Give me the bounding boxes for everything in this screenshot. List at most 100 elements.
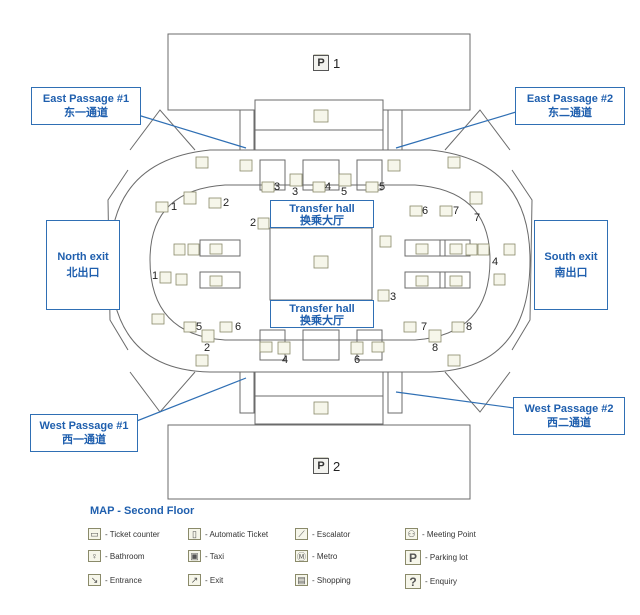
entrance-icon: ↘ [88,574,101,586]
legend-item: ♀- Bathroom [88,550,145,562]
marker-number: 6 [354,354,361,366]
shopping-icon [415,275,429,287]
ticket-counter-icon [469,191,483,205]
marker-number: 3 [292,186,299,198]
taxi-icon [313,109,329,123]
bathroom-icon [195,156,209,169]
ticket-counter-icon [183,191,197,205]
shopping-icon [449,243,463,255]
shopping-icon [415,243,429,255]
meeting-point-icon [377,289,390,302]
parking-2-marker: P 2 [313,458,340,474]
legend-label: - Parking lot [425,553,468,562]
east-passage-1-en: East Passage #1 [42,93,130,105]
marker-number: 7 [474,212,481,224]
legend-label: - Metro [312,551,338,561]
legend-label: - Shopping [312,575,351,585]
north-exit-box: North exit 北出口 [46,220,120,310]
bathroom-icon: ♀ [88,550,101,562]
marker-number: 2 [204,342,211,354]
parking-building-north [167,33,471,111]
legend-item: ↗ - Exit [188,574,223,586]
parking-icon: P [405,550,421,565]
entrance-icon [365,181,379,193]
meeting-point-icon [159,271,172,284]
meeting-point-icon: ⚇ [405,528,418,540]
east-passage-1-callout: East Passage #1 东一通道 [31,87,141,125]
transfer-hall-bottom-en: Transfer hall [289,303,355,315]
marker-number: 4 [282,354,289,366]
metro-icon: Ⓜ [295,550,308,562]
west-passage-1-en: West Passage #1 [39,420,129,432]
transfer-hall-bottom-zh: 换乘大厅 [300,315,344,327]
bathroom-icon [447,354,461,367]
north-exit-zh: 北出口 [66,267,100,279]
marker-number: 3 [274,181,281,193]
parking-1-number: 1 [333,55,341,71]
ticket-counter-icon [428,329,442,343]
marker-number: 7 [421,321,428,333]
exit-icon [259,341,273,353]
shopping-icon [209,275,223,287]
exit-icon: ↗ [188,574,201,586]
ticket-counter-icon [289,173,303,187]
legend-item: ▯- Automatic Ticket [188,528,268,540]
legend-label: - Escalator [312,529,351,539]
legend-item: ↘- Entrance [88,574,142,586]
marker-number: 4 [325,181,332,193]
parking-2-number: 2 [333,458,341,474]
exit-icon [219,321,233,333]
legend-item: ▣- Taxi [188,550,224,562]
escalator-icon [173,243,186,256]
escalator-icon [465,243,478,256]
marker-number: 7 [453,205,460,217]
legend-item: ?- Enquiry [405,574,457,589]
marker-number: 1 [152,270,159,282]
east-passage-1-zh: 东一通道 [64,107,108,119]
bathroom-icon [239,159,253,172]
south-exit-zh: 南出口 [554,267,588,279]
legend-label: - Meeting Point [422,529,476,539]
exit-icon [183,321,197,333]
legend-label: - Ticket counter [105,529,160,539]
escalator-icon [175,273,188,286]
marker-number: 2 [223,197,230,209]
enquiry-icon [477,243,490,256]
exit-icon [403,321,417,333]
legend-label: - Automatic Ticket [205,529,269,539]
escalator-icon [379,235,392,248]
east-passage-2-callout: East Passage #2 东二通道 [515,87,625,125]
transfer-hall-bottom: Transfer hall 换乘大厅 [270,300,374,328]
ticket-counter-icon [277,341,291,355]
marker-number: 5 [196,321,203,333]
upper-connector [254,99,384,158]
meeting-point-icon [257,217,270,230]
ticket-counter-icon [338,173,352,187]
escalator-icon [493,273,506,286]
transfer-hall-top-zh: 换乘大厅 [300,215,344,227]
south-exit-en: South exit [544,251,598,263]
ticket-counter-icon [201,329,215,343]
bathroom-icon [387,159,401,172]
marker-number: 6 [235,321,242,333]
parking-icon: P [313,458,329,474]
escalator-icon: ⟋ [295,528,308,540]
exit-icon [151,313,165,325]
entrance-icon [409,205,423,217]
entrance-icon [261,181,275,193]
marker-number: 8 [466,321,473,333]
transfer-hall-top: Transfer hall 换乘大厅 [270,200,374,228]
shopping-icon [209,243,223,255]
legend-item: ⟋ - Escalator [295,528,350,540]
marker-number: 3 [390,291,397,303]
legend-item: ▭- Ticket counter [88,528,160,540]
entrance-icon [439,205,453,217]
legend-label: - Exit [205,575,224,585]
exit-icon [451,321,465,333]
meeting-point-icon [503,243,516,256]
west-passage-2-callout: West Passage #2 西二通道 [513,397,625,435]
entrance-icon [155,201,169,213]
enquiry-icon: ? [405,574,421,589]
west-passage-2-en: West Passage #2 [524,403,614,415]
west-passage-1-callout: West Passage #1 西一通道 [30,414,138,452]
